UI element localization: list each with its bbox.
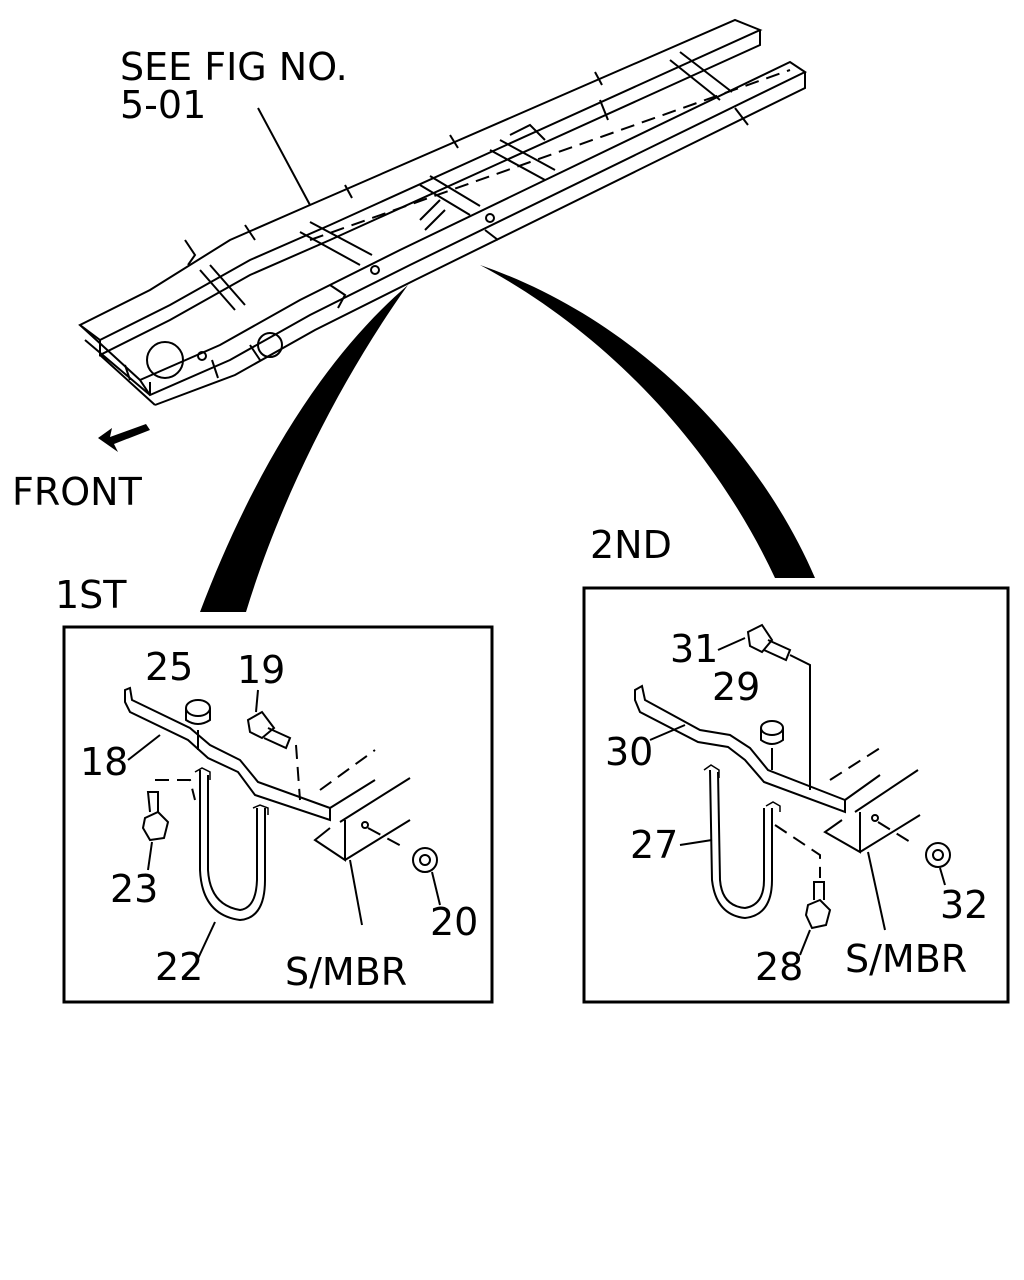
- reference-line-2: 5-01: [120, 83, 206, 127]
- callout-wedge-2nd: [480, 265, 815, 578]
- callout-31: 31: [670, 627, 718, 671]
- callout-30: 30: [605, 730, 653, 774]
- callout-22: 22: [155, 945, 203, 989]
- callout-20: 20: [430, 900, 478, 944]
- panel-1st-parts: [124, 686, 441, 966]
- panel-1st-title: 1ST: [55, 573, 127, 617]
- panel-2nd-parts: [634, 623, 951, 956]
- callout-32: 32: [940, 883, 988, 927]
- callout-25: 25: [145, 645, 193, 689]
- callout-23: 23: [110, 867, 158, 911]
- callout-18: 18: [80, 740, 128, 784]
- panel-2nd-title: 2ND: [590, 523, 672, 567]
- reference-leader-line: [257, 107, 311, 206]
- member-label-1st: S/MBR: [285, 950, 407, 994]
- callout-29: 29: [712, 665, 760, 709]
- callout-19: 19: [237, 648, 285, 692]
- panel-1st: [62, 625, 494, 1004]
- chassis-frame: [78, 18, 808, 406]
- callout-wedge-1st: [200, 285, 408, 612]
- callout-28: 28: [755, 945, 803, 989]
- front-arrow-icon: [98, 424, 150, 452]
- reference-line-1: SEE FIG NO.: [120, 45, 348, 89]
- front-label: FRONT: [12, 470, 143, 514]
- callout-27: 27: [630, 823, 678, 867]
- member-label-2nd: S/MBR: [845, 937, 967, 981]
